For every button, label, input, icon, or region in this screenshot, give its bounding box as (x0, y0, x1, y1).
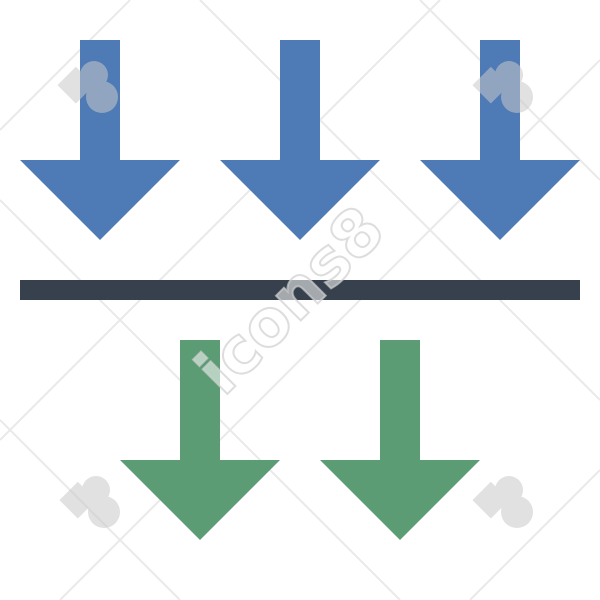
icons8-logo-icon (59, 476, 120, 528)
bottom-arrows (120, 340, 480, 540)
top-arrow-1 (20, 40, 180, 240)
bottom-arrow-1 (120, 340, 280, 540)
top-arrow-3 (420, 40, 580, 240)
top-arrow-2 (220, 40, 380, 240)
bottom-arrow-2 (320, 340, 480, 540)
separator-line (20, 280, 580, 300)
icons8-logo-icon (472, 476, 533, 528)
top-arrows (20, 40, 580, 240)
